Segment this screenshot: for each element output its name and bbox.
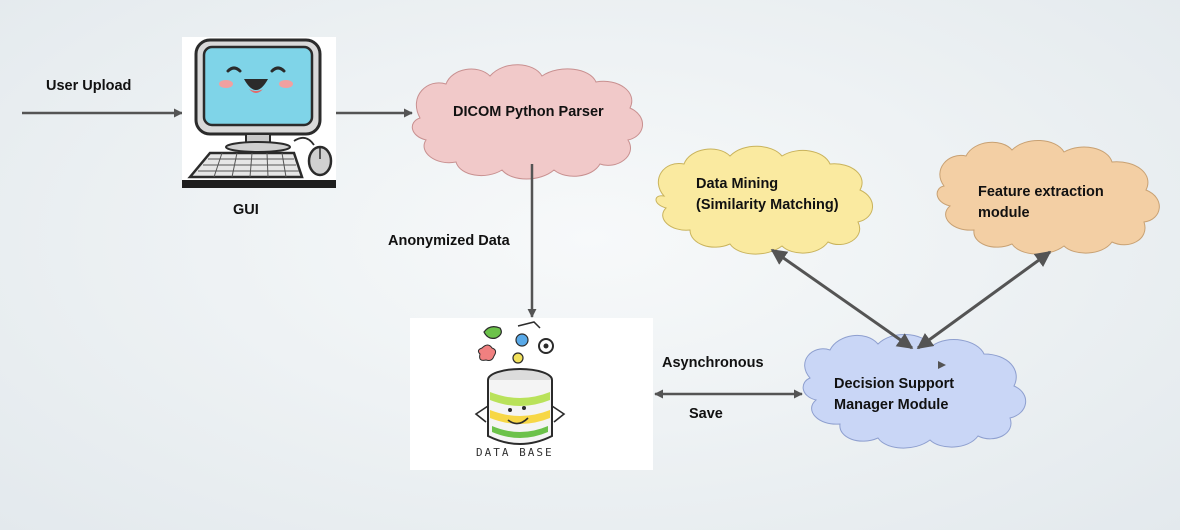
dicom-parser-label: DICOM Python Parser (453, 104, 604, 120)
feature-line2: module (978, 205, 1030, 221)
anonymized-data-label: Anonymized Data (388, 233, 510, 249)
data-mining-line2: (Similarity Matching) (696, 197, 839, 213)
gui-image (182, 37, 336, 188)
save-label: Save (689, 406, 723, 422)
mining-decision-arrow (770, 248, 914, 350)
decision-support-label: Decision Support Manager Module (834, 374, 954, 416)
decision-line2: Manager Module (834, 397, 949, 413)
small-pointer-icon (938, 361, 946, 369)
dicom-parser-cloud (411, 64, 643, 180)
feature-line1: Feature extraction (978, 184, 1104, 200)
gui-label: GUI (233, 202, 259, 218)
feature-extraction-cloud (936, 139, 1160, 255)
decision-line1: Decision Support (834, 376, 955, 392)
asynchronous-label: Asynchronous (662, 355, 764, 371)
database-caption: DATA BASE (476, 446, 554, 459)
feature-extraction-label: Feature extraction module (978, 182, 1104, 224)
computer-monitor-smiley-icon (182, 38, 336, 188)
data-mining-line1: Data Mining (696, 176, 779, 192)
database-image: DATA BASE (410, 318, 653, 470)
data-mining-label: Data Mining (Similarity Matching) (696, 174, 839, 216)
database-cartoon-icon (474, 321, 566, 445)
data-mining-cloud (655, 145, 873, 255)
feature-decision-arrow (916, 250, 1052, 350)
user-upload-label: User Upload (46, 78, 132, 94)
